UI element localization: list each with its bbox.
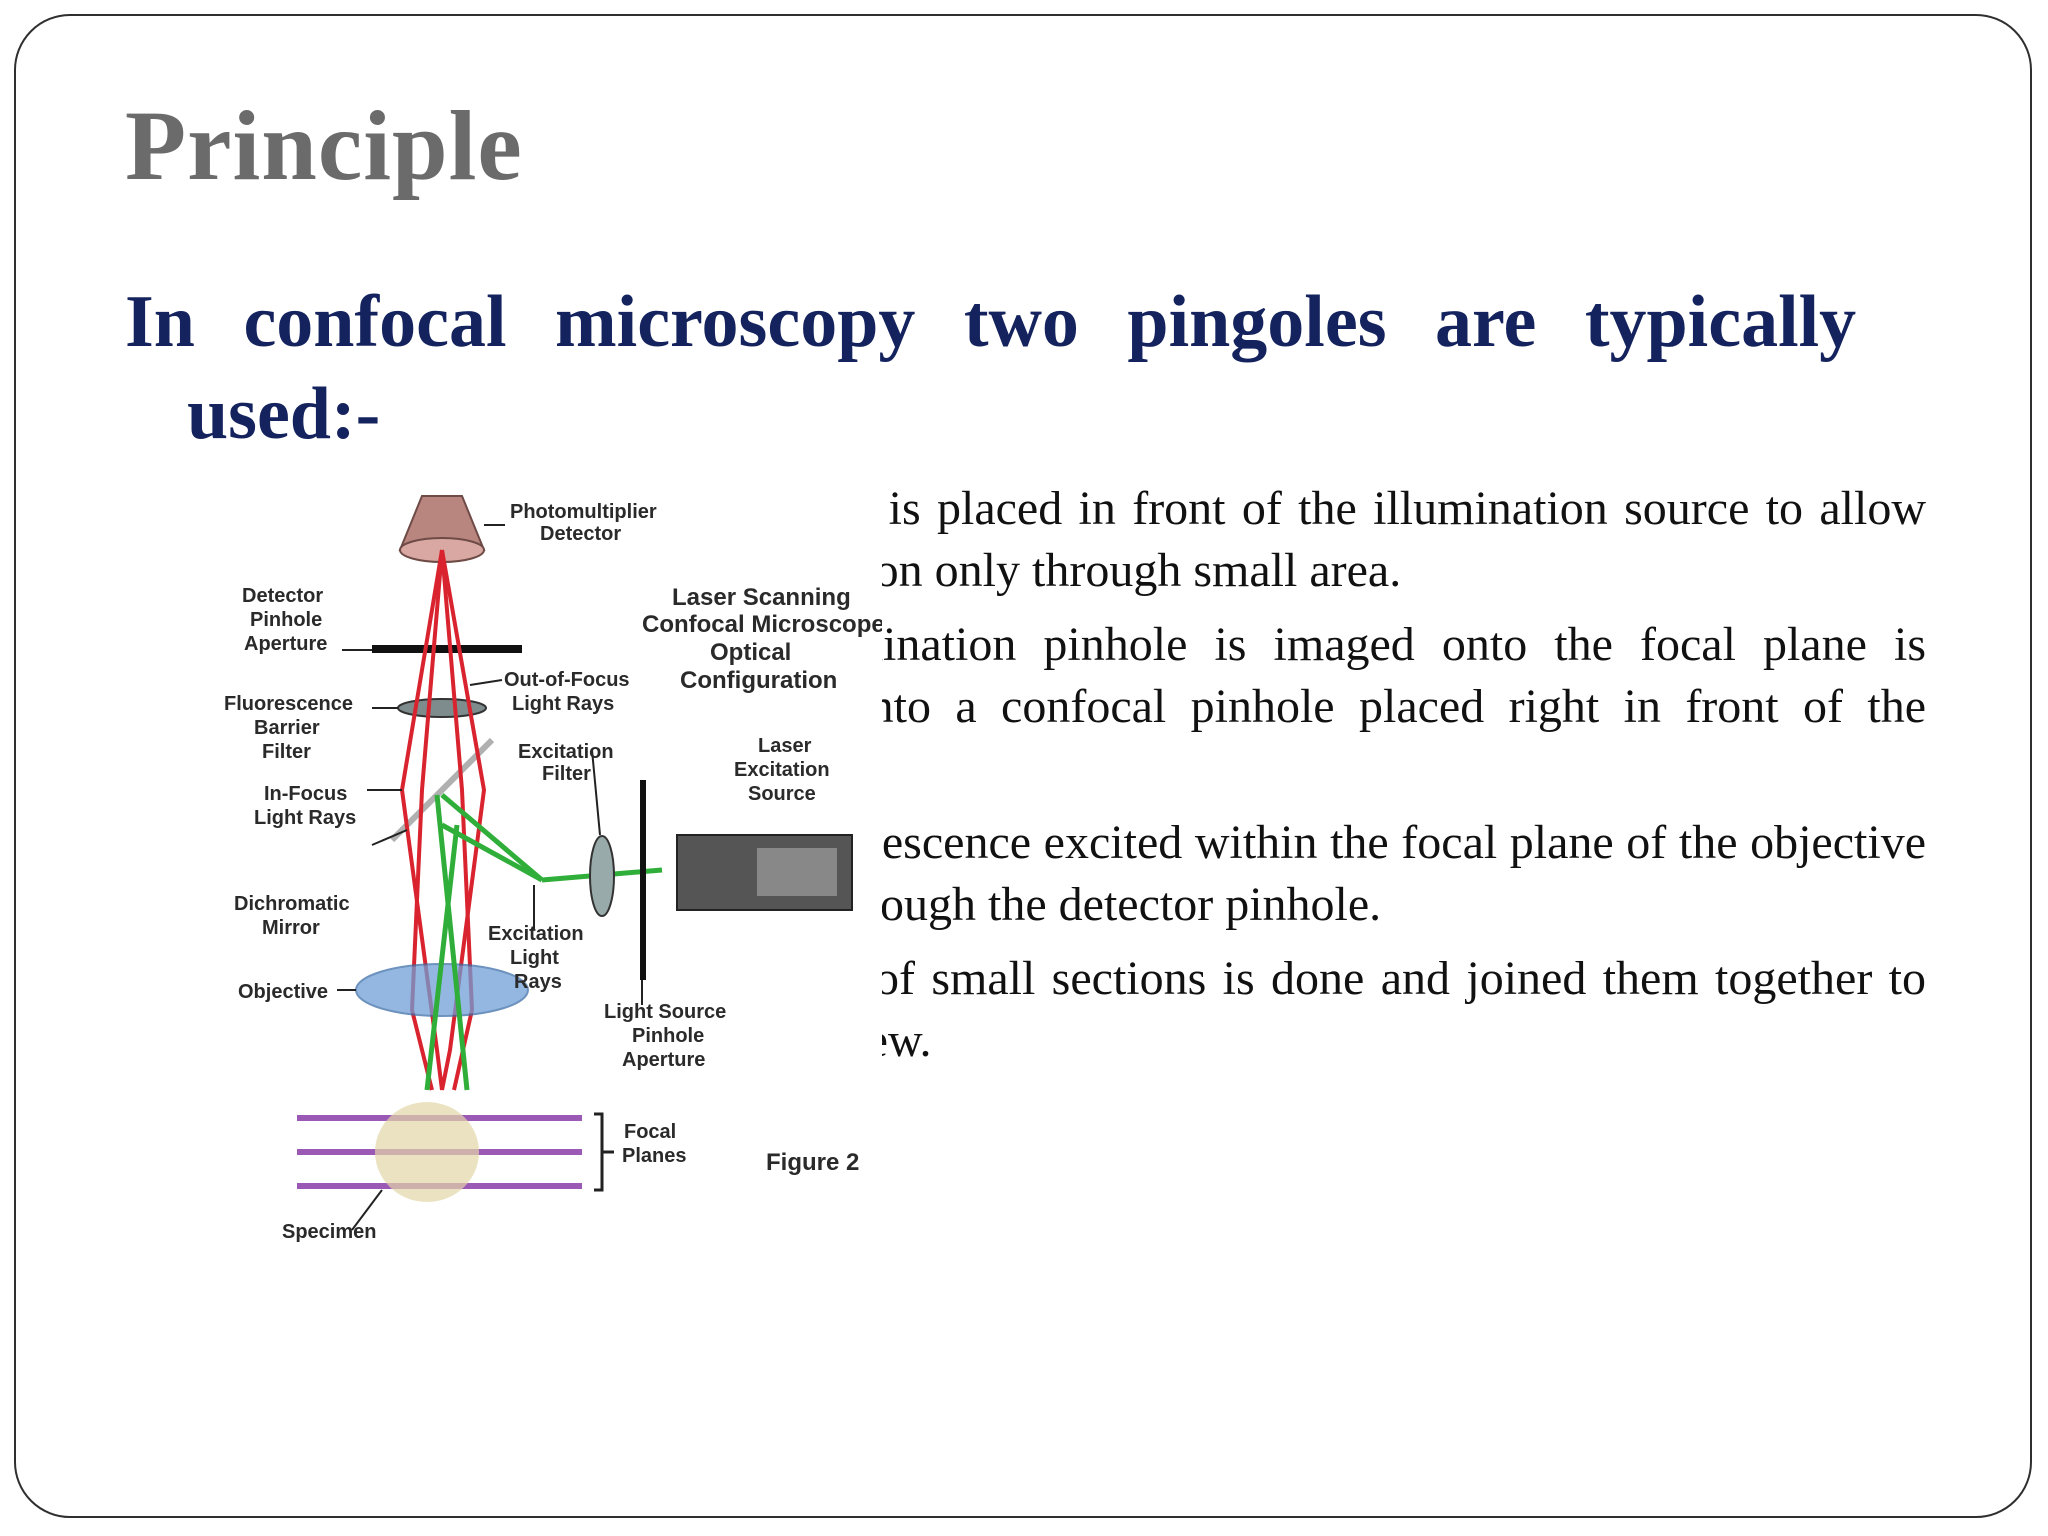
intro-line-2: used:- [187,373,381,455]
specimen-icon [375,1102,479,1202]
barrier-filter-icon [397,698,487,718]
detector-pinhole-bar [372,645,522,653]
label-lscm-4: Configuration [680,667,837,694]
laser-source-window-icon [757,848,837,896]
label-lsp-1: Light Source [604,1001,726,1023]
label-infocus-1: In-Focus [264,783,347,805]
green-ray [440,822,544,883]
label-fluor-3: Filter [262,741,311,763]
label-objective: Objective [238,981,328,1003]
label-oof-2: Light Rays [512,693,614,715]
confocal-diagram-figure: Photomultiplier Detector Detector Pinhol… [222,490,882,1250]
label-photomultiplier-1: Photomultiplier [510,501,657,523]
label-dichro-1: Dichromatic [234,893,350,915]
intro-line-1: In confocal microscopy two pingoles are … [125,281,1857,363]
label-exfilter-1: Excitation [518,741,614,763]
label-detector-2: Pinhole [250,609,322,631]
label-exlight-1: Excitation [488,923,584,945]
slide-title: Principle [125,90,523,201]
label-fluor-1: Fluorescence [224,693,353,715]
leader-line [351,1189,383,1231]
label-lscm-3: Optical [710,639,791,666]
label-laser-3: Source [748,783,816,805]
label-oof-1: Out-of-Focus [504,669,630,691]
leader-line [469,679,503,686]
green-ray [434,794,470,1091]
label-infocus-2: Light Rays [254,807,356,829]
leader-line [371,829,408,846]
excitation-filter-icon [589,835,615,917]
dichromatic-mirror-icon [389,737,495,843]
label-lsp-3: Aperture [622,1049,705,1071]
label-exlight-3: Rays [514,971,562,993]
leader-line [591,749,601,836]
green-ray [424,824,460,1091]
label-focal-1: Focal [624,1121,676,1143]
label-dichro-2: Mirror [262,917,320,939]
intro-text: In confocal microscopy two pingoles are … [125,276,1925,460]
confocal-diagram: Photomultiplier Detector Detector Pinhol… [222,490,882,1250]
label-specimen: Specimen [282,1221,376,1243]
focal-bracket-icon [594,1112,614,1192]
red-ray [409,549,444,1091]
leader-lines [337,524,643,1231]
label-photomultiplier-2: Detector [540,523,621,545]
label-figure-caption: Figure 2 [766,1149,859,1176]
label-lscm-1: Laser Scanning [672,584,851,611]
green-ray [440,793,544,882]
label-exfilter-2: Filter [542,763,591,785]
label-detector-3: Aperture [244,633,327,655]
red-ray [399,549,444,1091]
label-detector-1: Detector [242,585,323,607]
light-source-pinhole-bar [640,780,646,980]
label-lsp-2: Pinhole [632,1025,704,1047]
label-exlight-2: Light [510,947,559,969]
label-laser-1: Laser [758,735,812,757]
label-laser-2: Excitation [734,759,830,781]
label-fluor-2: Barrier [254,717,320,739]
label-focal-2: Planes [622,1145,686,1167]
label-lscm-2: Confocal Microscope [642,611,882,638]
